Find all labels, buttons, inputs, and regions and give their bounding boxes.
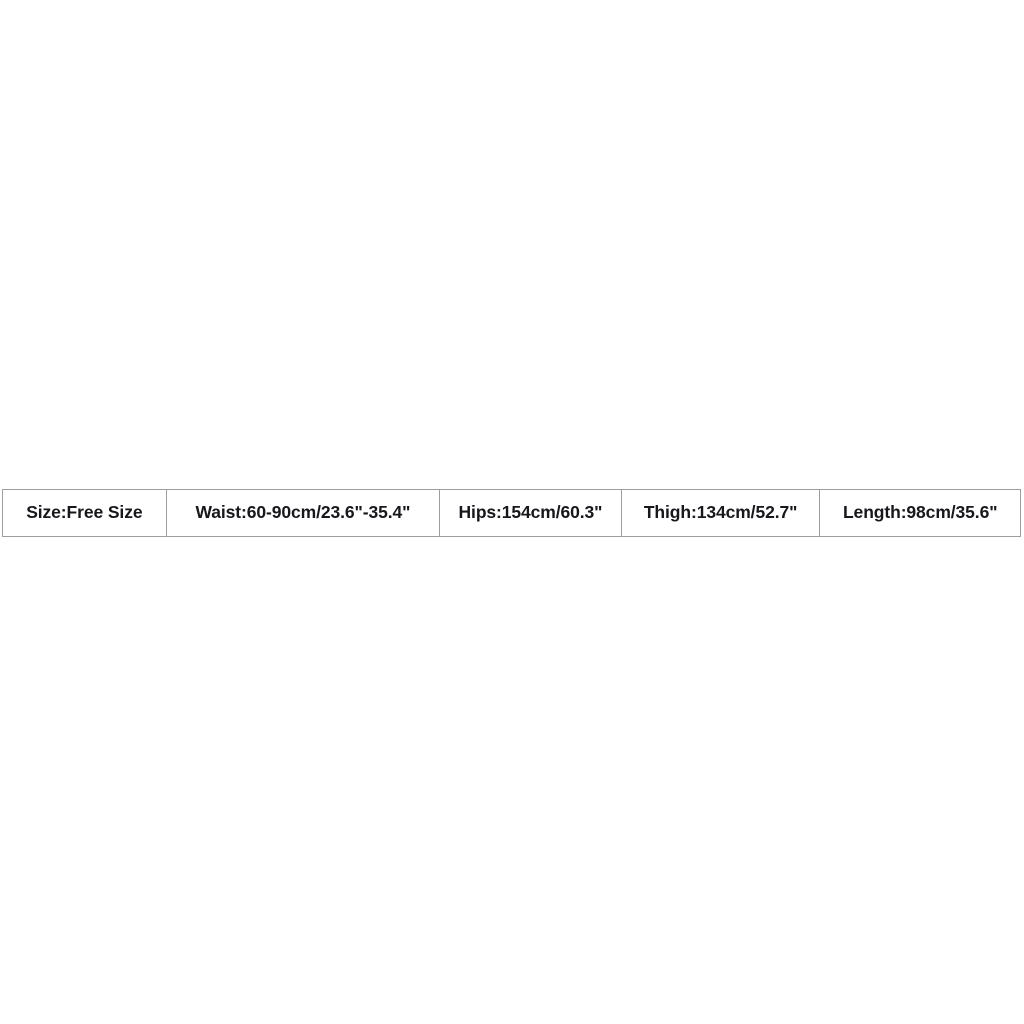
- size-chart-cell-thigh-text: Thigh:134cm/52.7": [643, 502, 798, 523]
- size-chart-cell-size-text: Size:Free Size: [26, 502, 143, 523]
- size-chart-cell-length-text: Length:98cm/35.6": [842, 502, 998, 523]
- size-chart-cell-size: Size:Free Size: [3, 490, 167, 536]
- size-chart-cell-hips-text: Hips:154cm/60.3": [458, 502, 603, 523]
- size-chart-cell-length: Length:98cm/35.6": [820, 490, 1020, 536]
- size-chart-cell-hips: Hips:154cm/60.3": [440, 490, 622, 536]
- size-chart-table: Size:Free Size Waist:60-90cm/23.6"-35.4"…: [2, 489, 1021, 537]
- size-chart-cell-waist-text: Waist:60-90cm/23.6"-35.4": [195, 502, 411, 523]
- size-chart-cell-waist: Waist:60-90cm/23.6"-35.4": [166, 490, 441, 536]
- size-chart-cell-thigh: Thigh:134cm/52.7": [621, 490, 821, 536]
